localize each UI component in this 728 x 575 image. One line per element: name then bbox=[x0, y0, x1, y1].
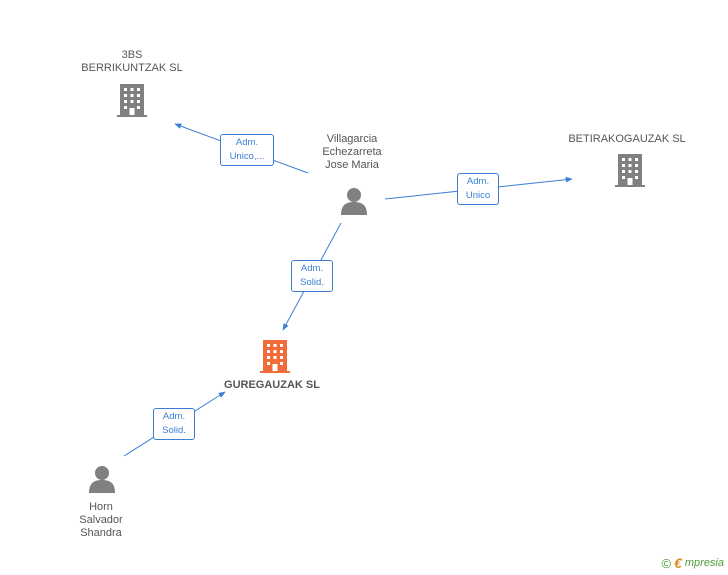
label-line: Shandra bbox=[80, 527, 122, 539]
brand-name: mpresia bbox=[684, 557, 724, 569]
label-line: Jose Maria bbox=[325, 159, 379, 171]
edge-label-line: Adm. bbox=[162, 411, 186, 422]
node-label-guregauzak[interactable]: GUREGAUZAK SL bbox=[224, 379, 320, 392]
node-label-villagarcia[interactable]: Villagarcia Echezarreta Jose Maria bbox=[322, 133, 381, 172]
edge-label-horn-guregauzak[interactable]: Adm. Solid. bbox=[153, 408, 195, 440]
person-icon[interactable] bbox=[341, 188, 367, 215]
brand-logo: © €mpresia bbox=[661, 555, 724, 571]
label-line: 3BS bbox=[121, 49, 143, 61]
edge-label-villagarcia-betirako[interactable]: Adm. Unico bbox=[457, 173, 499, 205]
node-label-betirako[interactable]: BETIRAKOGAUZAK SL bbox=[568, 133, 685, 146]
label-line: Echezarreta bbox=[322, 146, 382, 158]
brand-initial: € bbox=[674, 555, 682, 571]
label-line: BERRIKUNTZAK SL bbox=[81, 62, 183, 74]
label-line: GUREGAUZAK SL bbox=[224, 379, 320, 391]
edge-label-villagarcia-guregauzak[interactable]: Adm. Solid. bbox=[291, 260, 333, 292]
edge-label-line: Unico,... bbox=[229, 151, 265, 162]
label-line: Villagarcia bbox=[326, 133, 378, 145]
label-line: Horn bbox=[89, 501, 113, 513]
copyright-icon: © bbox=[661, 555, 672, 571]
label-line: BETIRAKOGAUZAK SL bbox=[568, 133, 686, 145]
edge-label-line: Adm. bbox=[466, 176, 490, 187]
edge-label-line: Adm. bbox=[235, 137, 259, 148]
person-icon[interactable] bbox=[89, 466, 115, 493]
building-icon[interactable] bbox=[260, 340, 290, 373]
edge-label-line: Solid. bbox=[300, 277, 324, 288]
edge-label-line: Adm. bbox=[300, 263, 324, 274]
building-icon[interactable] bbox=[615, 154, 645, 187]
label-line: Salvador bbox=[79, 514, 123, 526]
node-label-3bs[interactable]: 3BS BERRIKUNTZAK SL bbox=[81, 49, 182, 75]
edge-label-villagarcia-3bs[interactable]: Adm. Unico,... bbox=[220, 134, 274, 166]
building-icon[interactable] bbox=[117, 84, 147, 117]
edge-label-line: Unico bbox=[465, 190, 491, 201]
node-label-horn[interactable]: Horn Salvador Shandra bbox=[79, 501, 122, 540]
edge-label-line: Solid. bbox=[162, 425, 186, 436]
